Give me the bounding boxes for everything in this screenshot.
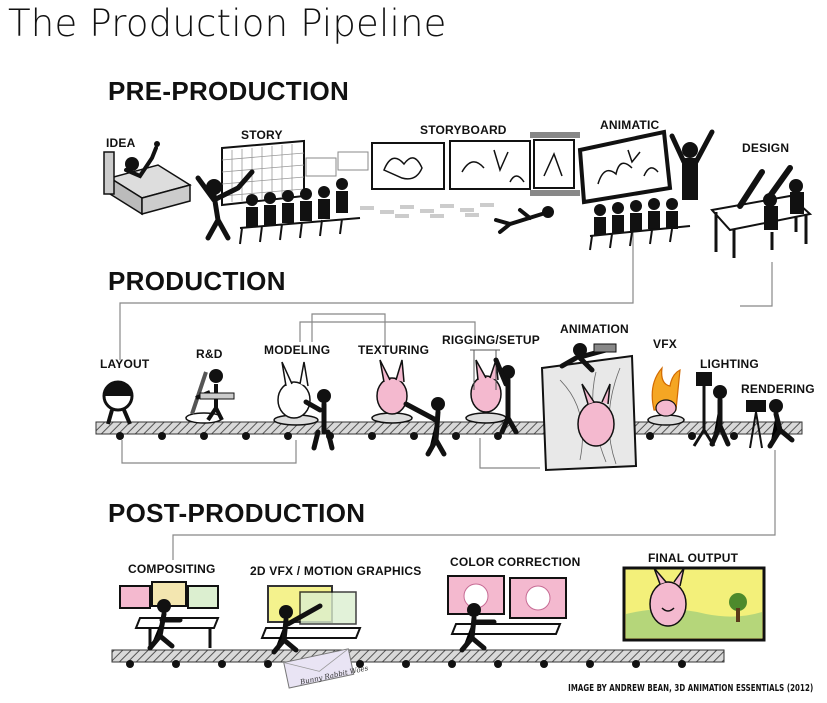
story-audience-figures — [246, 178, 348, 227]
idea-bulb-icon — [154, 141, 160, 147]
vfx-flame-illustration — [647, 366, 685, 426]
stage-label-2d-vfx-motion-graphics: 2D VFX / MOTION GRAPHICS — [250, 564, 422, 578]
stage-label-layout: LAYOUT — [100, 357, 150, 371]
layout-figure — [102, 380, 134, 425]
stage-label-rendering: RENDERING — [741, 382, 815, 396]
stage-label-final-output: FINAL OUTPUT — [648, 551, 739, 565]
scattered-papers — [360, 203, 494, 218]
stage-label-texturing: TEXTURING — [358, 343, 430, 357]
stage-label-animatic: ANIMATIC — [600, 118, 660, 132]
lighting-figure — [692, 372, 731, 447]
stage-label-idea: IDEA — [106, 136, 136, 150]
rigging-rabbit-figure — [465, 349, 519, 435]
film-strip — [530, 132, 580, 196]
r-and-d-figure — [185, 369, 235, 424]
production-conveyor-belt — [95, 421, 803, 440]
section-heading-post-production: POST-PRODUCTION — [108, 498, 366, 528]
stage-label-modeling: MODELING — [264, 343, 331, 357]
stage-label-color-correction: COLOR CORRECTION — [450, 555, 581, 569]
stage-label-design: DESIGN — [742, 141, 790, 155]
animation-screen — [540, 343, 638, 472]
animatic-audience-figures — [594, 198, 678, 235]
motion-graphics-workstation — [260, 585, 362, 655]
stage-label-rigging-setup: RIGGING/SETUP — [442, 333, 540, 347]
lying-figure — [494, 206, 554, 234]
section-heading-pre-production: PRE-PRODUCTION — [108, 76, 350, 106]
stage-label-lighting: LIGHTING — [700, 357, 759, 371]
story-presenter-figure — [195, 169, 255, 241]
stage-label-compositing: COMPOSITING — [128, 562, 216, 576]
post-production-conveyor-belt — [111, 649, 725, 668]
animatic-screen — [577, 129, 673, 205]
stage-label-vfx: VFX — [653, 337, 677, 351]
story-board-illustration — [221, 139, 369, 207]
final-output-frame — [622, 566, 766, 642]
animatic-director-figure — [669, 129, 715, 200]
page-title: The Production Pipeline — [8, 2, 447, 45]
storyboard-panels — [371, 139, 575, 190]
texturing-rabbit-figure — [371, 359, 447, 457]
image-credit: IMAGE BY ANDREW BEAN, 3D ANIMATION ESSEN… — [567, 683, 813, 694]
idea-bed-illustration — [103, 146, 192, 216]
story-audience-chairs — [239, 217, 361, 245]
bunny-rabbit-woes-envelope — [283, 648, 355, 689]
rendering-figure — [746, 399, 795, 449]
design-desk-illustration — [710, 165, 813, 258]
animatic-chairs — [589, 225, 691, 251]
stage-label-story: STORY — [241, 128, 283, 142]
flow-connector-lines — [119, 228, 776, 560]
color-correction-workstation — [447, 575, 567, 653]
stage-label-storyboard: STORYBOARD — [420, 123, 507, 137]
stage-label-r-and-d: R&D — [196, 347, 223, 361]
stage-label-animation: ANIMATION — [560, 322, 629, 336]
modeling-rabbit-figure — [273, 361, 335, 451]
compositing-workstation — [119, 581, 220, 651]
section-heading-production: PRODUCTION — [108, 266, 286, 296]
